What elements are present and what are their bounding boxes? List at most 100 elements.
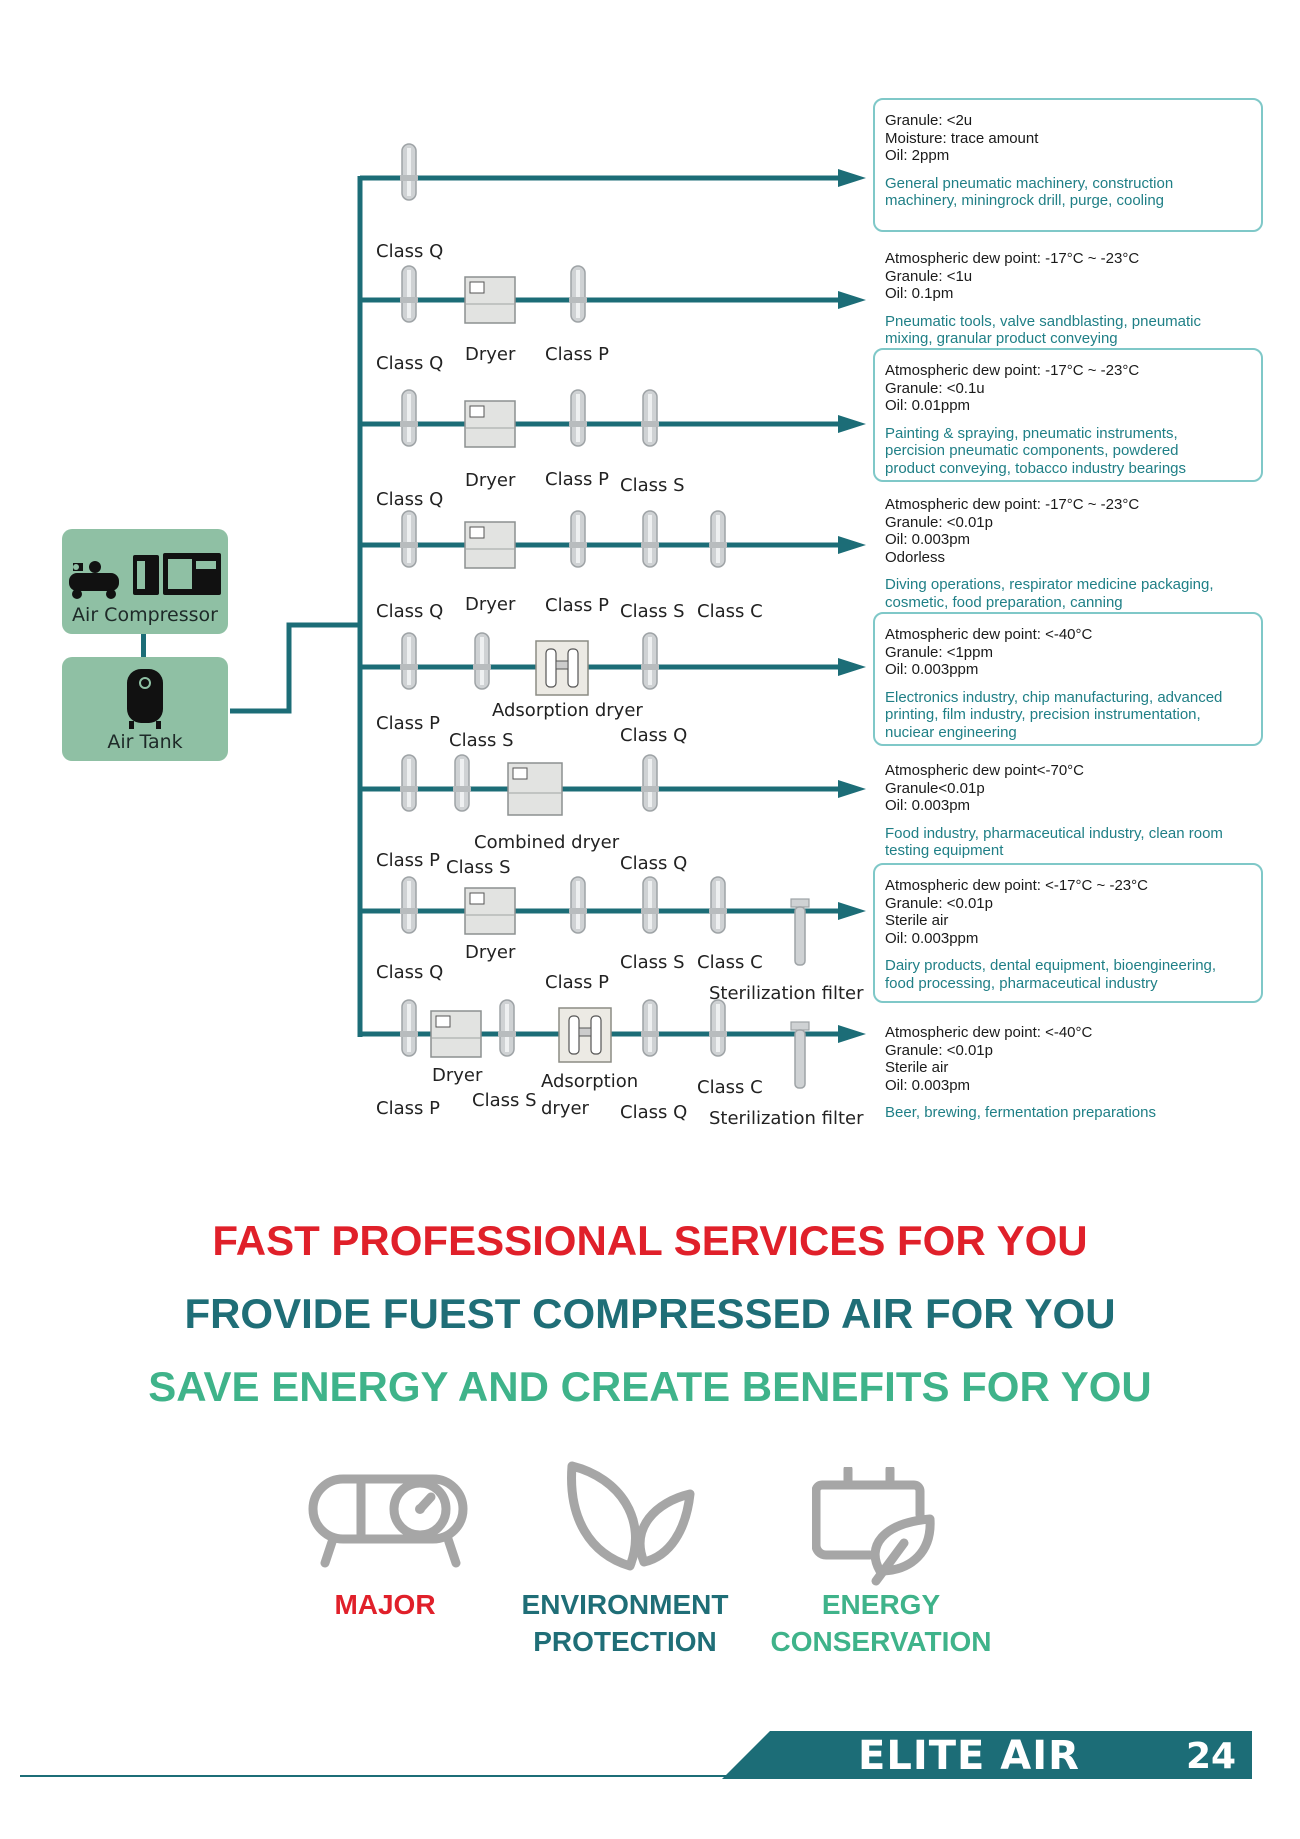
flow-arrow [838, 658, 866, 676]
component-label: Class C [697, 952, 763, 973]
spec-applications: Food industry, pharmaceutical industry, … [885, 825, 1251, 860]
spec-line: Atmospheric dew point: <-40°C [885, 1024, 1093, 1041]
spec-line: Odorless [885, 548, 946, 566]
spec-line: Atmospheric dew point: <-17°C ~ -23°C [885, 877, 1148, 894]
component-adsorption [535, 640, 589, 696]
component-label: Class S [620, 475, 685, 496]
flow-arrow [838, 169, 866, 187]
footer-bar [722, 1731, 1252, 1779]
spec-line: Granule: <0.1u [885, 379, 985, 397]
feature-energy-label: ENERGY CONSERVATION [770, 1589, 992, 1657]
component-label: Class P [545, 972, 609, 993]
component-label: Class P [545, 595, 609, 616]
page-number: 24 [1186, 1736, 1237, 1777]
application-line: product conveying, tobacco industry bear… [885, 459, 1187, 477]
spec-line: Oil: 0.1pm [885, 285, 954, 302]
component-filter [709, 999, 727, 1057]
component-label: Class S [446, 857, 511, 878]
flow-arrow [838, 902, 866, 920]
component-filter [400, 632, 418, 690]
component-filter [641, 999, 659, 1057]
component-label: Class Q [376, 962, 443, 983]
component-label: Class P [376, 1098, 440, 1119]
spec-line: Granule: <2u [885, 112, 973, 129]
component-label: Adsorption dryer [492, 700, 643, 721]
component-filter [400, 389, 418, 447]
application-line: General pneumatic machinery, constructio… [885, 174, 1174, 192]
spec-applications: Diving operations, respirator medicine p… [885, 576, 1251, 611]
application-line: Diving operations, respirator medicine p… [885, 576, 1214, 593]
component-dryer [430, 1010, 482, 1058]
air-compressor-icon [69, 553, 221, 599]
component-filter [453, 754, 471, 812]
spec-line: Granule: <0.01p [885, 513, 993, 531]
component-filter [400, 876, 418, 934]
component-filter [709, 510, 727, 568]
spec-applications: Painting & spraying, pneumatic instrumen… [885, 425, 1251, 478]
application-line: machinery, miningrock drill, purge, cool… [885, 192, 1165, 209]
spec-line: Sterile air [885, 912, 949, 929]
feed-pipe [230, 622, 360, 714]
component-label: Dryer [465, 470, 516, 491]
component-filter [400, 754, 418, 812]
compressor-tank-connector [141, 634, 146, 657]
spec-line: Oil: 0.003ppm [885, 661, 979, 678]
slogan-line-1: FAST PROFESSIONAL SERVICES FOR YOU [212, 1217, 1088, 1264]
application-line: mixing, granular product conveying [885, 330, 1118, 347]
brand-logo: ELITE AIR [858, 1733, 1080, 1779]
application-line: percision pneumatic components, powdered [885, 442, 1179, 459]
air-compressor-label: Air Compressor [72, 604, 218, 626]
slogan-line-2: FROVIDE FUEST COMPRESSED AIR FOR YOU [184, 1290, 1116, 1337]
component-dryer [464, 521, 516, 569]
component-label: Class Q [376, 353, 443, 374]
spec-line: Oil: 0.003pm [885, 531, 971, 548]
spec-line: Atmospheric dew point<-70°C [885, 762, 1085, 779]
spec-line: Atmospheric dew point: -17°C ~ -23°C [885, 362, 1140, 379]
component-filter [400, 510, 418, 568]
component-label: Class C [697, 1077, 763, 1098]
flow-arrow [838, 415, 866, 433]
spec-line: Granule: <1u [885, 267, 973, 285]
component-label: Class P [545, 344, 609, 365]
air-tank-label: Air Tank [107, 731, 183, 753]
spec-line: Moisture: trace amount [885, 129, 1039, 147]
spec-line: Oil: 0.003ppm [885, 929, 979, 947]
component-dryer [464, 400, 516, 448]
component-label: dryer [541, 1098, 590, 1119]
component-filter [473, 632, 491, 690]
air-tank-icon [127, 669, 163, 729]
component-label: Class P [376, 713, 440, 734]
component-label: Class Q [376, 489, 443, 510]
spec-line: Oil: 0.003pm [885, 1076, 971, 1094]
component-filter [569, 265, 587, 323]
application-line: food processing, pharmaceutical industry [885, 974, 1158, 992]
spec-line: Sterile air [885, 1059, 949, 1076]
component-dryer [464, 887, 516, 935]
spec-line: Granule: <0.01p [885, 894, 993, 912]
component-label: Class S [620, 601, 685, 622]
flow-arrow [838, 291, 866, 309]
component-filter [498, 999, 516, 1057]
spec-applications: Pneumatic tools, valve sandblasting, pne… [885, 313, 1251, 348]
air-tank-box: Air Tank [62, 657, 228, 761]
flow-arrow [838, 1025, 866, 1043]
component-filter [641, 876, 659, 934]
spec-line: Oil: 0.01ppm [885, 397, 971, 414]
component-filter [709, 876, 727, 934]
flow-arrow [838, 536, 866, 554]
compressor-gauge-icon [308, 1474, 468, 1568]
component-filter [569, 876, 587, 934]
application-line: Electronics industry, chip manufacturing… [885, 688, 1223, 706]
